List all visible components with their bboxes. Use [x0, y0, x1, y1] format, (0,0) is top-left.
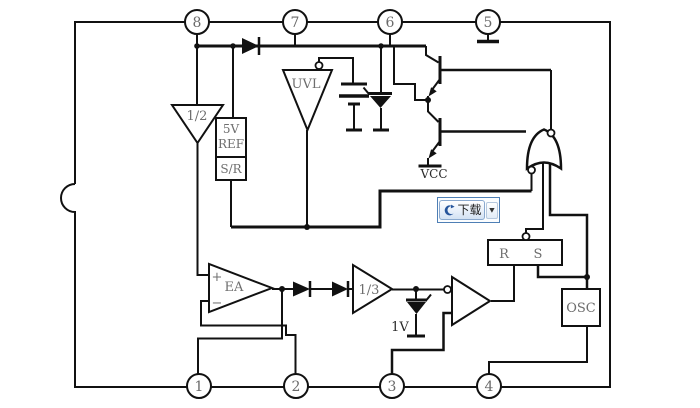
ea-plus-wire — [196, 143, 209, 276]
pin-7: 7 — [282, 9, 308, 35]
dropdown-arrow-icon: ▼ — [489, 205, 495, 214]
download-button-label: 下载 — [457, 203, 482, 217]
junction-dot — [584, 274, 590, 280]
comparator-bubble-icon — [443, 285, 452, 294]
diode-1-icon — [293, 281, 312, 297]
download-arrow-icon — [445, 204, 456, 215]
ea-plus-label: + — [212, 270, 223, 285]
rail-diode-icon — [242, 37, 261, 55]
vref-zener-icon — [362, 86, 392, 108]
ea-minus-label: − — [212, 296, 223, 311]
pwm-latch-block: R S — [487, 232, 563, 266]
pin-8: 8 — [184, 9, 210, 35]
upper-output-transistor-icon — [425, 46, 442, 100]
bypass-capacitor-icon — [339, 82, 369, 106]
diode-2-icon — [332, 281, 350, 297]
clock-wire — [548, 162, 589, 289]
junction-dot — [194, 43, 200, 49]
output-node-wire — [393, 46, 428, 101]
half-divider-amp: 1/2 — [170, 104, 225, 145]
pin-5: 5 — [475, 9, 501, 35]
junction-dot — [304, 224, 310, 230]
pin-3: 3 — [379, 373, 405, 399]
third-divider-amp: 1/3 — [352, 263, 394, 315]
reset-input-wire — [491, 265, 515, 302]
gate-output-bubble-icon — [546, 128, 556, 138]
current-sense-wire — [390, 311, 452, 374]
osc-timing-wire — [488, 326, 588, 374]
pin-1: 1 — [186, 373, 212, 399]
ref-label-line1: 5V — [223, 122, 240, 136]
latch-s-label: S — [534, 247, 543, 262]
pwm-comparator — [443, 275, 492, 327]
pin-2-label: 2 — [292, 379, 301, 395]
junction-dot — [425, 97, 431, 103]
pin-4: 4 — [476, 373, 502, 399]
uvlo-comparator: UVL — [281, 61, 334, 133]
uvlo-bubble-icon — [314, 61, 324, 70]
soft-start-block: S/R — [215, 156, 247, 181]
error-amp: + − EA — [208, 262, 275, 314]
ea-minus-wire — [200, 300, 297, 374]
uvlo-sense-wire — [318, 57, 354, 84]
pin-7-label: 7 — [291, 15, 300, 31]
pin-6-label: 6 — [386, 15, 395, 31]
junction-dot — [378, 43, 384, 49]
pin-1-label: 1 — [195, 379, 204, 395]
download-button[interactable]: 下载 — [439, 200, 485, 220]
osc-label: OSC — [566, 301, 596, 316]
lower-output-transistor-icon — [418, 100, 442, 168]
gate-input-bubble-icon — [527, 165, 536, 175]
pins: 8 7 6 5 1 2 3 4 — [184, 9, 502, 399]
clamp-zener-icon — [406, 293, 432, 314]
junction-dot — [413, 286, 419, 292]
ref-label-line2: REF — [218, 137, 244, 151]
latch-output-bubble-icon — [521, 232, 531, 241]
half-divider-label: 1/2 — [187, 109, 208, 124]
pin-2: 2 — [283, 373, 309, 399]
junction-dot — [230, 43, 236, 49]
third-divider-label: 1/3 — [359, 283, 380, 298]
ref-block: 5V REF — [215, 117, 247, 158]
junction-dot — [279, 286, 285, 292]
soft-start-label: S/R — [220, 162, 242, 176]
set-input-wire — [536, 265, 587, 279]
vcc-label: VCC — [419, 167, 447, 181]
junction-dots — [194, 43, 590, 292]
error-amp-label: EA — [225, 280, 244, 295]
one-volt-label: 1V — [391, 320, 409, 335]
pin-5-label: 5 — [484, 15, 493, 31]
osc-block: OSC — [561, 288, 601, 327]
download-dropdown-button[interactable]: ▼ — [486, 201, 498, 219]
latch-q-to-gate-wire — [525, 162, 544, 233]
nor-gate-icon — [525, 128, 563, 175]
download-button-overlay: 下载 ▼ — [437, 197, 500, 223]
comp-pin-wire — [197, 289, 283, 374]
pin-8-label: 8 — [193, 15, 202, 31]
pin-3-label: 3 — [388, 379, 397, 395]
pin-6: 6 — [377, 9, 403, 35]
ic-outline — [60, 21, 611, 388]
latch-r-label: R — [499, 247, 510, 262]
uvlo-label: UVL — [292, 77, 321, 92]
pin-4-label: 4 — [485, 379, 494, 395]
